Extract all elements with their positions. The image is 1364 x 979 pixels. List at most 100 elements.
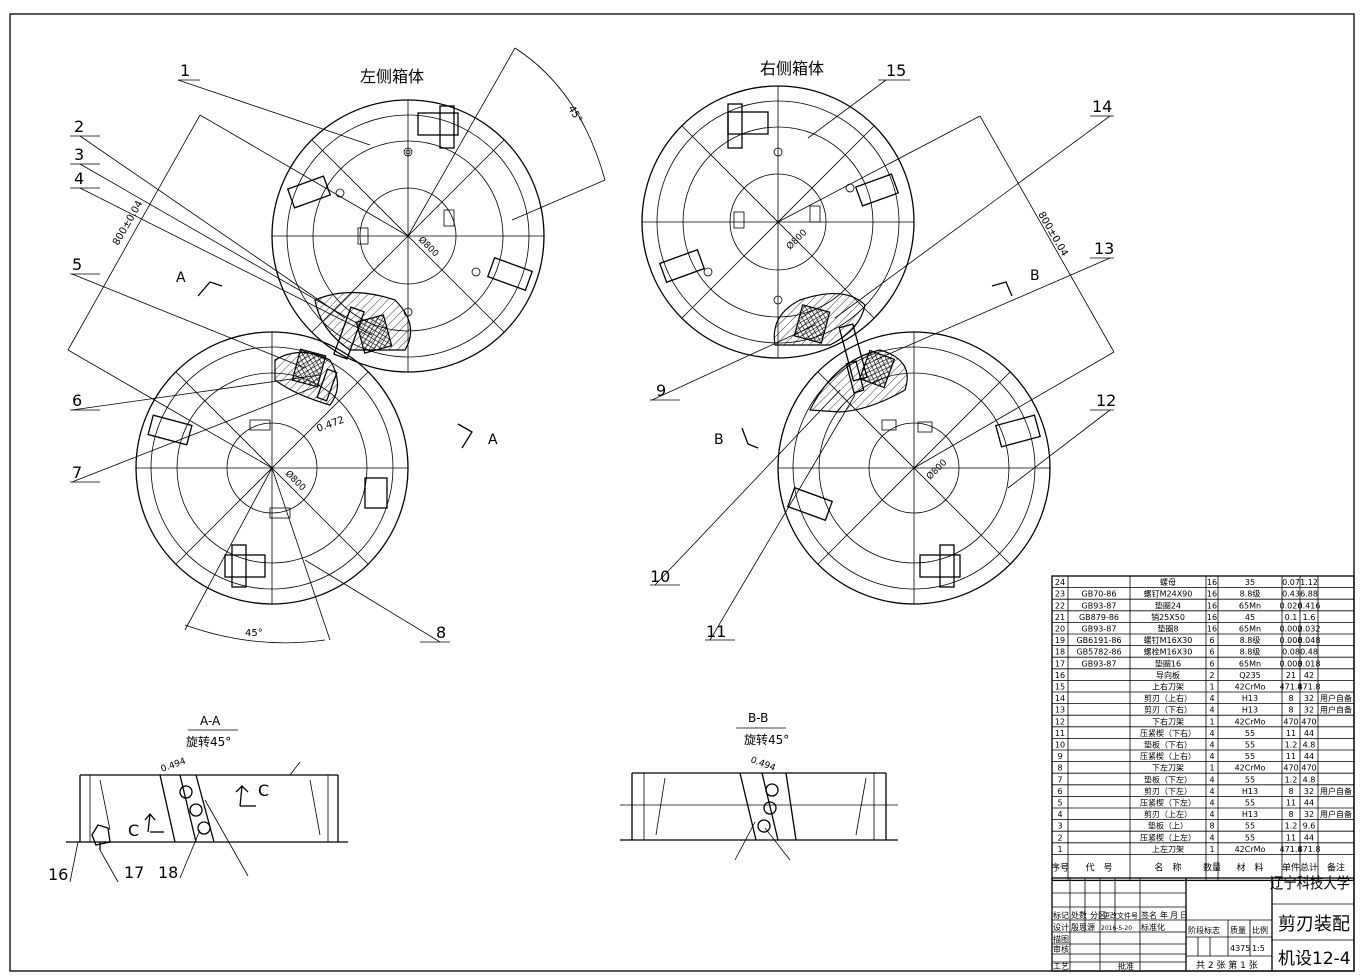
bom-cell-mat: 42CrMo <box>1235 845 1266 854</box>
bom-header-cell: 材 料 <box>1236 861 1263 873</box>
bom-cell-w1: 8 <box>1288 787 1293 796</box>
bom-cell-w1: 0.002 <box>1280 625 1303 634</box>
bom-cell-mat: Q235 <box>1239 671 1261 680</box>
bom-cell-w1: 8 <box>1288 810 1293 819</box>
section-mark-a-top: A <box>176 270 186 286</box>
bom-cell-qty: 2 <box>1209 671 1214 680</box>
tb-designer: 殷思源 <box>1071 922 1095 932</box>
bom-cell-name: 下右刀架 <box>1152 716 1184 726</box>
bom-cell-name: 上左刀架 <box>1152 844 1184 854</box>
bom-cell-w1: 1.2 <box>1285 822 1298 831</box>
bom-header-cell: 代 号 <box>1085 862 1112 873</box>
section-aa-sub: 旋转45° <box>186 734 231 749</box>
tb-drawing-name: 剪刃装配 <box>1278 914 1350 935</box>
tb-label-day: 日 <box>1180 911 1188 920</box>
bom-cell-code: GB5782-86 <box>1076 648 1121 657</box>
tb-stage: 阶段标志 <box>1188 925 1220 935</box>
bom-cell-w1: 0.07 <box>1282 578 1300 587</box>
bom-cell-mat: 55 <box>1245 799 1255 808</box>
sheet-border <box>9 13 1355 972</box>
bom-cell-w2: 32 <box>1304 810 1314 819</box>
bom-cell-w1: 11 <box>1286 833 1296 842</box>
bom-header-cell: 数量 <box>1203 861 1221 873</box>
section-aa-dim: 0.494 <box>160 757 188 775</box>
bom-cell-no: 22 <box>1055 601 1065 610</box>
callout-3: 3 <box>74 145 84 164</box>
bom-cell-qty: 1 <box>1209 683 1214 692</box>
bom-cell-w1: 471.8 <box>1280 845 1303 854</box>
bom-cell-no: 16 <box>1055 671 1065 680</box>
right-dia-lower: Ø800 <box>924 457 949 482</box>
callout-14: 14 <box>1092 97 1112 116</box>
bom-cell-name: 螺母 <box>1160 577 1176 587</box>
tb-label-year: 年 <box>1160 910 1168 920</box>
bom-cell-w1: 11 <box>1286 799 1296 808</box>
bom-cell-name: 压紧楔（上右） <box>1140 751 1196 761</box>
bom-cell-mat: 55 <box>1245 822 1255 831</box>
bom-cell-w1: 0.08 <box>1282 648 1300 657</box>
left-dia-upper: Ø800 <box>416 234 441 259</box>
bom-cell-no: 13 <box>1055 706 1065 715</box>
bom-cell-w1: 471.8 <box>1280 683 1303 692</box>
bom-cell-mat: 8.8级 <box>1240 589 1261 599</box>
bom-cell-w1: 470 <box>1283 717 1298 726</box>
tb-std: 标准化 <box>1141 922 1165 932</box>
bom-cell-mat: 55 <box>1245 833 1255 842</box>
bom-cell-mat: 8.8级 <box>1240 635 1261 645</box>
section-mark-a-bottom: A <box>488 432 498 448</box>
bom-cell-w2: 32 <box>1304 694 1314 703</box>
bom-cell-w2: 0.048 <box>1298 636 1321 645</box>
bom-cell-w1: 1.2 <box>1285 741 1298 750</box>
bom-cell-no: 7 <box>1057 775 1062 784</box>
bom-cell-no: 1 <box>1057 845 1062 854</box>
bom-cell-qty: 1 <box>1209 764 1214 773</box>
left-dim-small: 0.472 <box>315 415 346 435</box>
upper-left-disc <box>271 47 545 373</box>
callout-13: 13 <box>1094 239 1114 258</box>
bom-cell-w2: 0.416 <box>1298 601 1321 610</box>
left-angle-bottom: 45° <box>245 628 263 639</box>
bom-cell-w2: 471.8 <box>1298 845 1321 854</box>
tb-mass-val: 4375 <box>1230 944 1250 953</box>
bom-cell-qty: 16 <box>1207 590 1217 599</box>
tb-mass: 质量 <box>1230 925 1246 935</box>
bom-cell-note: 用户自备 <box>1320 809 1352 819</box>
bom-cell-name: 垫圈8 <box>1157 624 1178 634</box>
section-mark-b-bottom: B <box>714 432 724 448</box>
bom-cell-w2: 0.48 <box>1300 648 1318 657</box>
bom-cell-name: 螺栓M16X30 <box>1144 647 1193 657</box>
bom-cell-w2: 44 <box>1304 833 1314 842</box>
bom-cell-code: GB879-86 <box>1079 613 1119 622</box>
bom-cell-qty: 4 <box>1209 810 1214 819</box>
callout-18: 18 <box>158 863 178 882</box>
tb-approve: 批准 <box>1118 961 1134 971</box>
bom-cell-mat: H13 <box>1242 694 1258 703</box>
tb-sheets: 共 2 张 第 1 张 <box>1196 959 1258 971</box>
callout-7: 7 <box>72 463 82 482</box>
callout-15: 15 <box>886 61 906 80</box>
bom-cell-mat: 65Mn <box>1239 625 1261 634</box>
bom-cell-w2: 4.8 <box>1303 741 1316 750</box>
bom-cell-w2: 44 <box>1304 752 1314 761</box>
tb-label-month: 月 <box>1170 911 1178 920</box>
bom-cell-w2: 1.6 <box>1303 613 1316 622</box>
callout-1: 1 <box>180 61 190 80</box>
bom-cell-no: 14 <box>1055 694 1065 703</box>
bom-cell-name: 导向板 <box>1156 670 1180 680</box>
bom-cell-qty: 4 <box>1209 775 1214 784</box>
bom-cell-name: 垫圈16 <box>1155 658 1181 668</box>
bom-cell-no: 12 <box>1055 717 1065 726</box>
bom-cell-w1: 0.43 <box>1282 590 1300 599</box>
bom-cell-mat: H13 <box>1242 706 1258 715</box>
bom-cell-mat: 42CrMo <box>1235 683 1266 692</box>
bom-cell-w2: 44 <box>1304 799 1314 808</box>
bom-cell-name: 剪刃（上右） <box>1144 693 1192 703</box>
bom-cell-name: 垫板（下右） <box>1144 740 1192 750</box>
bom-cell-qty: 4 <box>1209 787 1214 796</box>
bom-cell-no: 24 <box>1055 578 1065 587</box>
bom-cell-qty: 8 <box>1209 822 1214 831</box>
callout-4: 4 <box>74 169 84 188</box>
section-aa: A-A 旋转45° 0.494 C C 16 17 18 <box>48 714 348 884</box>
bom-cell-mat: 45 <box>1245 613 1255 622</box>
